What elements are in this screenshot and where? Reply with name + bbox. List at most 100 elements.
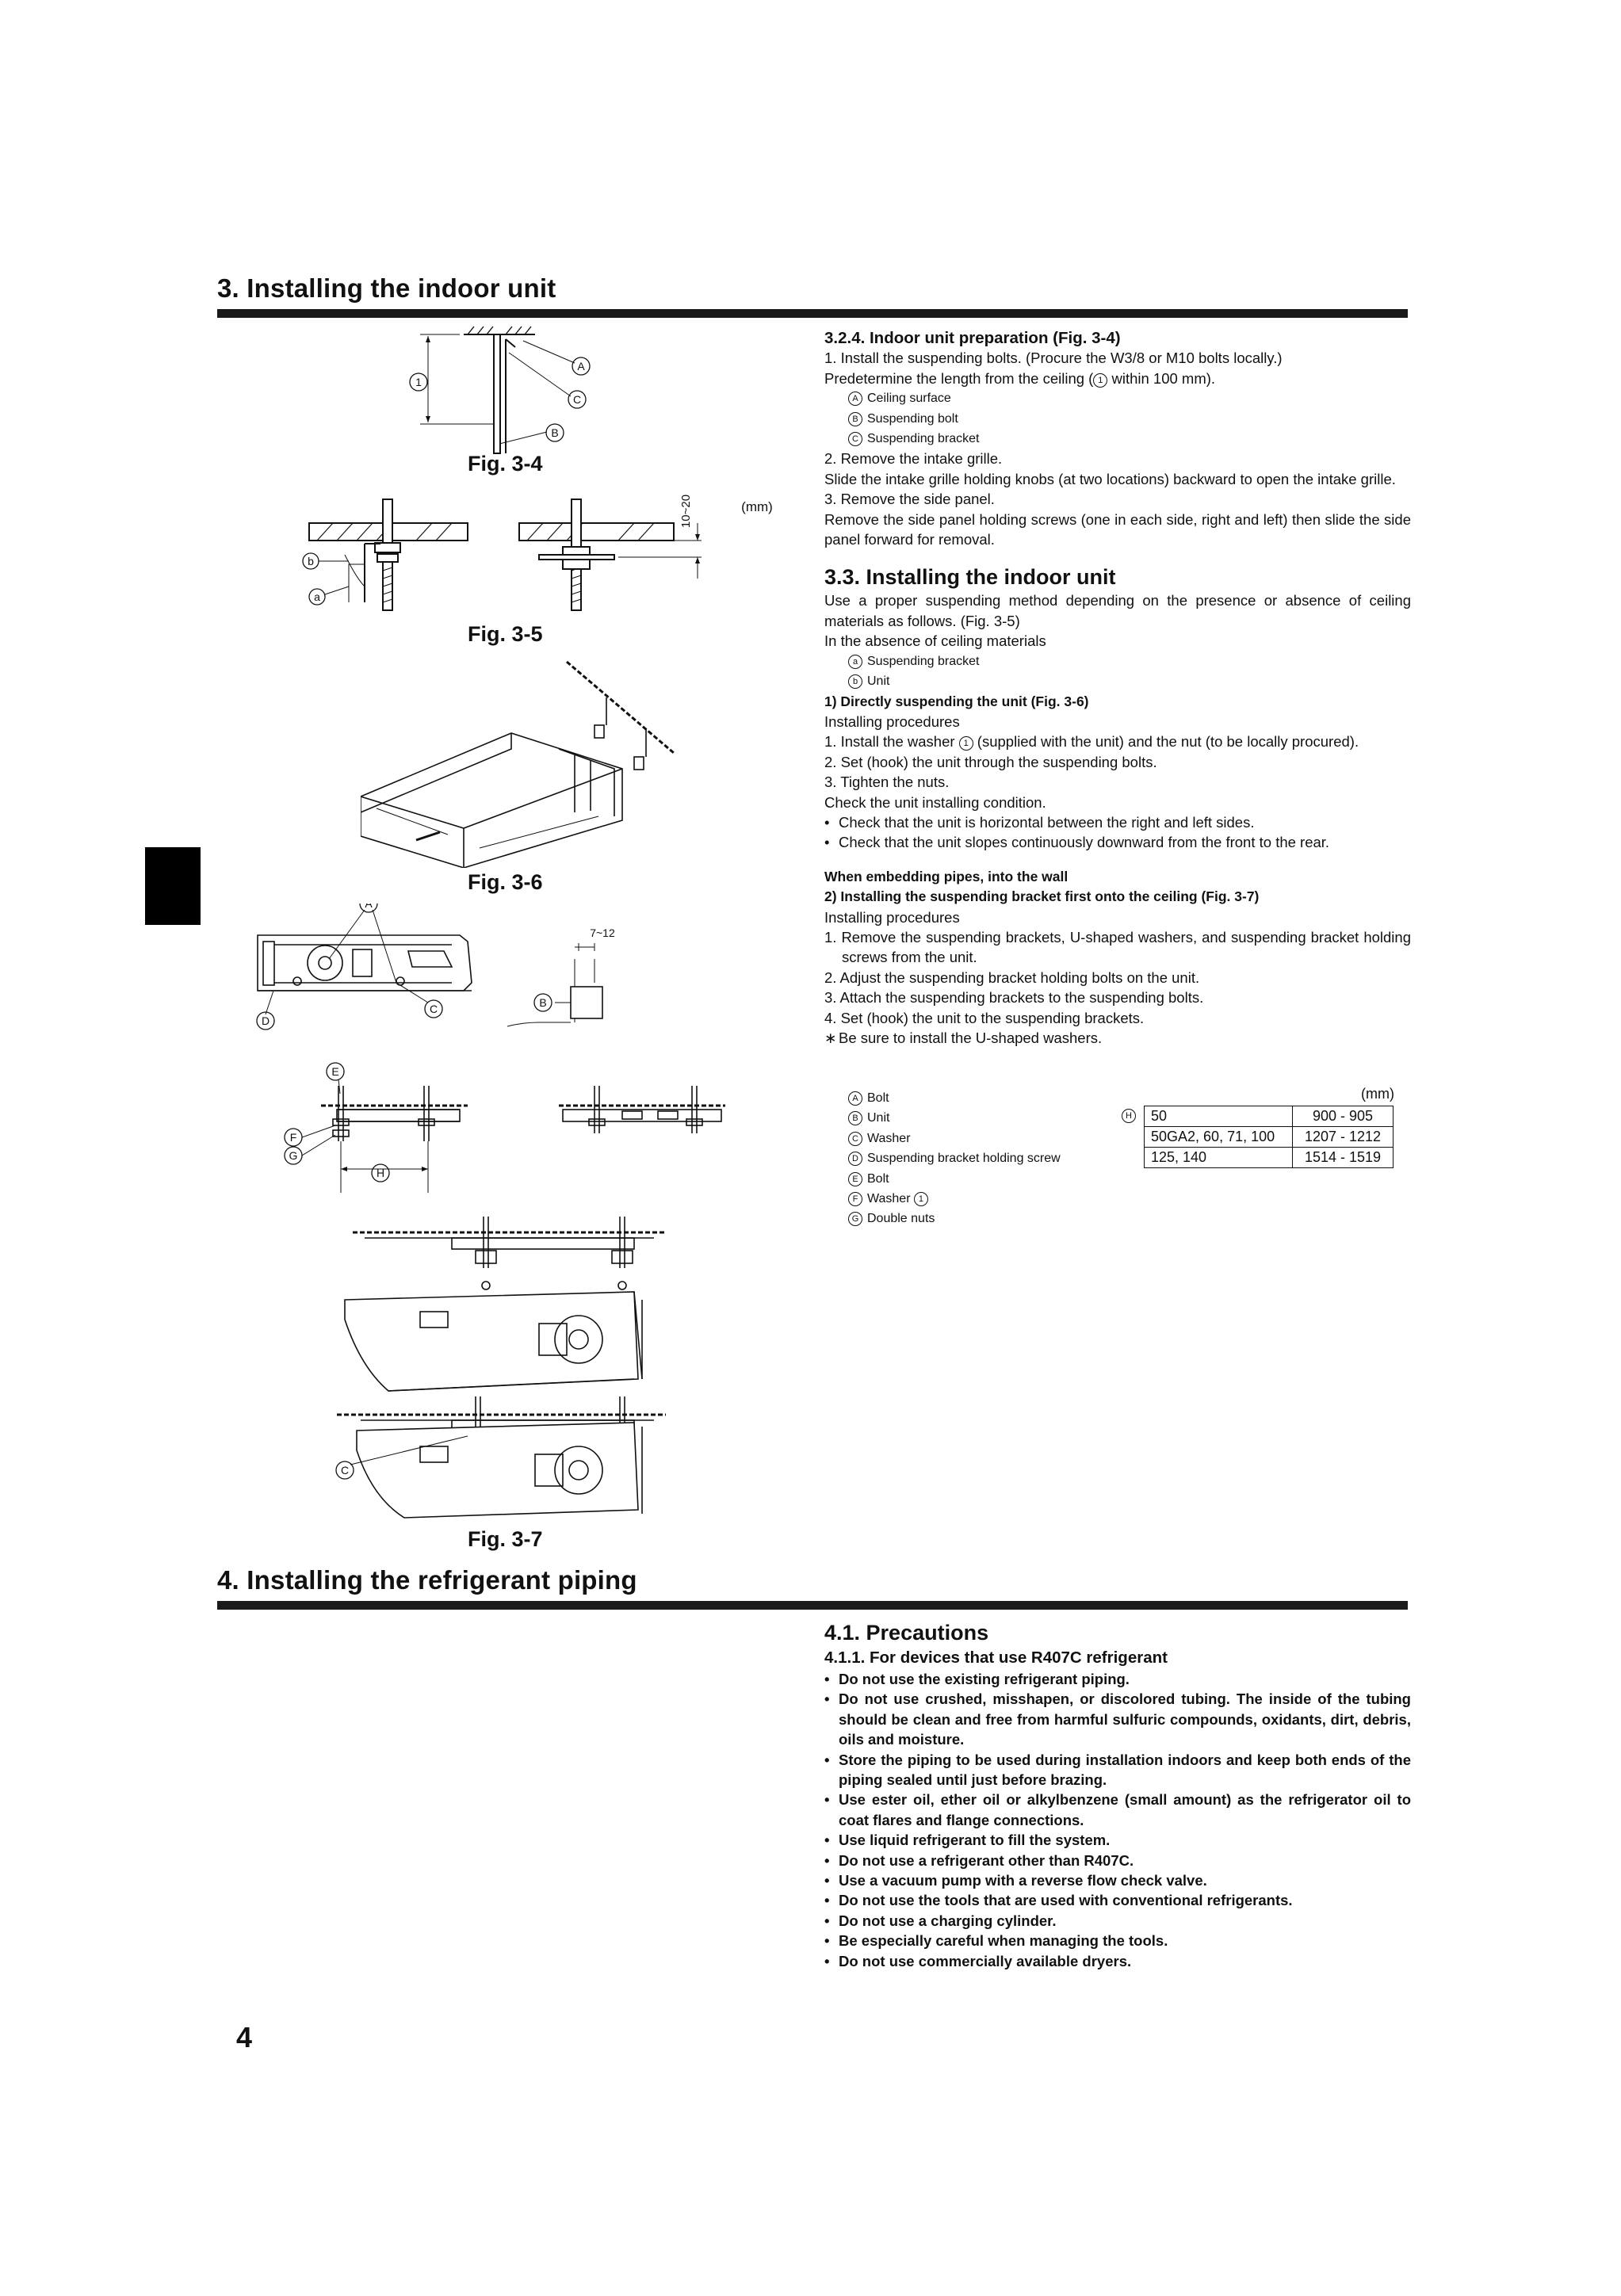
s33-sub2: 2) Installing the suspending bracket fir… [824,888,1260,905]
mark-D-36: D [262,1014,270,1027]
section-4-text: 4.1. Precautions 4.1.1. For devices that… [824,1619,1411,1971]
table-cell-model: 50GA2, 60, 71, 100 [1144,1126,1293,1148]
list-item: Do not use the tools that are used with … [824,1890,1411,1910]
fig-3-5-label: Fig. 3-5 [468,622,543,646]
s33-p1-3: 3. Tighten the nuts. [824,774,950,791]
mark-a: a [314,590,320,603]
list-item: Use a vacuum pump with a reverse flow ch… [824,1870,1411,1890]
list-item: Do not use a refrigerant other than R407… [824,1851,1411,1870]
s33-heading: 3.3. Installing the indoor unit [824,565,1116,590]
table-mark-h: H [1122,1109,1141,1123]
s33-embed: When embedding pipes, into the wall [824,868,1069,884]
s324-step1: 1. Install the suspending bolts. (Procur… [824,350,1283,367]
table-cell-model: 50 [1144,1106,1293,1127]
s33-check: Check the unit installing condition. [824,793,1046,811]
mark-F: F [290,1131,297,1144]
s33-p2-3: 3. Attach the suspending brackets to the… [824,989,1204,1007]
s33-sub1: 1) Directly suspending the unit (Fig. 3-… [824,693,1089,709]
table-unit: (mm) [1361,1086,1394,1102]
list-item: Store the piping to be used during insta… [824,1750,1411,1790]
table-cell-model: 125, 140 [1144,1147,1293,1168]
section-3-title: 3. Installing the indoor unit [217,273,556,303]
list-item: Be especially careful when managing the … [824,1931,1411,1950]
s33-p2-2: 2. Adjust the suspending bracket holding… [824,968,1200,986]
figure-3-7-unit-views: C [335,1217,666,1519]
mark-1: 1 [415,376,422,388]
s324-step1b: Predetermine the length from the ceiling… [824,369,1216,388]
s33-intro: Use a proper suspending method depending… [824,592,1411,629]
fig-3-7-label: Fig. 3-7 [468,1527,543,1551]
s33-chk2: Check that the unit slopes continuously … [824,832,1411,852]
table-cell-dim: 1514 - 1519 [1292,1147,1394,1168]
section-4-rule [217,1601,1408,1610]
s41-list: Do not use the existing refrigerant pipi… [824,1669,1411,1971]
s324-heading: 3.2.4. Indoor unit preparation (Fig. 3-4… [824,329,1121,347]
mark-b: b [308,555,314,567]
figure-3-6 [361,660,675,868]
mark-C-37: C [341,1464,349,1477]
figure-3-6-detail: A C D B 7~12 [256,904,615,1030]
s33-p2-1: 1. Remove the suspending brackets, U-sha… [824,928,1411,966]
mark-A-36: A [365,904,373,910]
table-cell-dim: 900 - 905 [1292,1106,1394,1127]
s33-p2-4: 4. Set (hook) the unit to the suspending… [824,1009,1145,1026]
page-number: 4 [236,2021,253,2053]
unit-mm-fig35: (mm) [741,499,773,514]
s41-heading: 4.1. Precautions [824,1621,989,1645]
s33-absence: In the absence of ceiling materials [824,632,1046,650]
fig-3-6-label: Fig. 3-6 [468,870,543,894]
list-item: Do not use crushed, misshapen, or discol… [824,1689,1411,1749]
s33-p1-1: 1. Install the washer 1 (supplied with t… [824,733,1359,751]
list-item: Use liquid refrigerant to fill the syste… [824,1830,1411,1850]
figure-3-4: A C B 1 [409,326,591,454]
section-3-text: 3.2.4. Indoor unit preparation (Fig. 3-4… [824,328,1411,1048]
mark-B: B [551,426,558,439]
mark-A: A [577,360,585,372]
figure-3-7-brackets: E F G H [284,1062,725,1193]
mark-E: E [331,1065,338,1078]
s324-step2: 2. Remove the intake grille. [824,450,1003,468]
s324-step3: 3. Remove the side panel. [824,491,995,508]
s33-note: Be sure to install the U-shaped washers. [824,1028,1411,1048]
list-item: Use ester oil, ether oil or alkylbenzene… [824,1790,1411,1830]
mark-C-36: C [430,1003,438,1015]
s324-step3b: Remove the side panel holding screws (on… [824,510,1411,548]
mark-H: H [377,1167,384,1179]
section-3-rule [217,309,1408,318]
s33-chk1: Check that the unit is horizontal betwee… [824,812,1411,832]
s41-sub: 4.1.1. For devices that use R407C refrig… [824,1648,1168,1667]
s324-step2b: Slide the intake grille holding knobs (a… [824,470,1396,487]
mark-G: G [289,1149,298,1162]
figure-3-5: b a 10~20 (mm) [302,495,773,611]
mark-C: C [573,393,581,406]
s33-proc2: Installing procedures [824,908,960,926]
list-item: Do not use the existing refrigerant pipi… [824,1669,1411,1689]
s33-p1-2: 2. Set (hook) the unit through the suspe… [824,753,1157,770]
dim-7-12: 7~12 [590,926,615,939]
section-4-title: 4. Installing the refrigerant piping [217,1565,637,1595]
s33-proc1: Installing procedures [824,712,960,730]
table-cell-dim: 1207 - 1212 [1292,1126,1394,1148]
list-item: Do not use commercially available dryers… [824,1951,1411,1971]
mark-B-36: B [539,996,546,1009]
chapter-tab [145,847,201,925]
list-item: Do not use a charging cylinder. [824,1911,1411,1931]
fig-3-4-label: Fig. 3-4 [468,452,543,476]
